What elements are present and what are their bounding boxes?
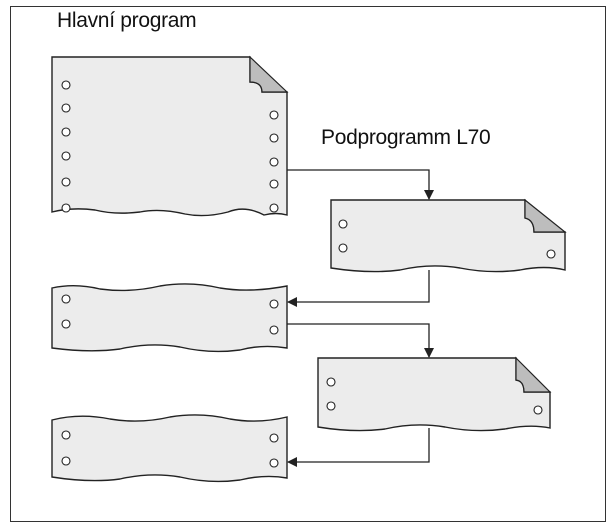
subprogram-title: Podprogramm L70: [321, 126, 491, 149]
diagram-frame: [10, 6, 606, 522]
main-program-title: Hlavní program: [57, 9, 197, 32]
main-program-sheet-3: [51, 414, 288, 483]
return-arrow-1: [287, 270, 430, 307]
return-arrow-2: [287, 428, 430, 467]
call-arrow-2: [287, 323, 434, 358]
call-arrow-1: [287, 169, 434, 200]
main-program-sheet-2: [51, 283, 288, 353]
subprogram-sheet-2: [317, 356, 552, 432]
subprogram-sheet-1: [330, 198, 567, 273]
main-program-sheet-1: [51, 55, 289, 217]
